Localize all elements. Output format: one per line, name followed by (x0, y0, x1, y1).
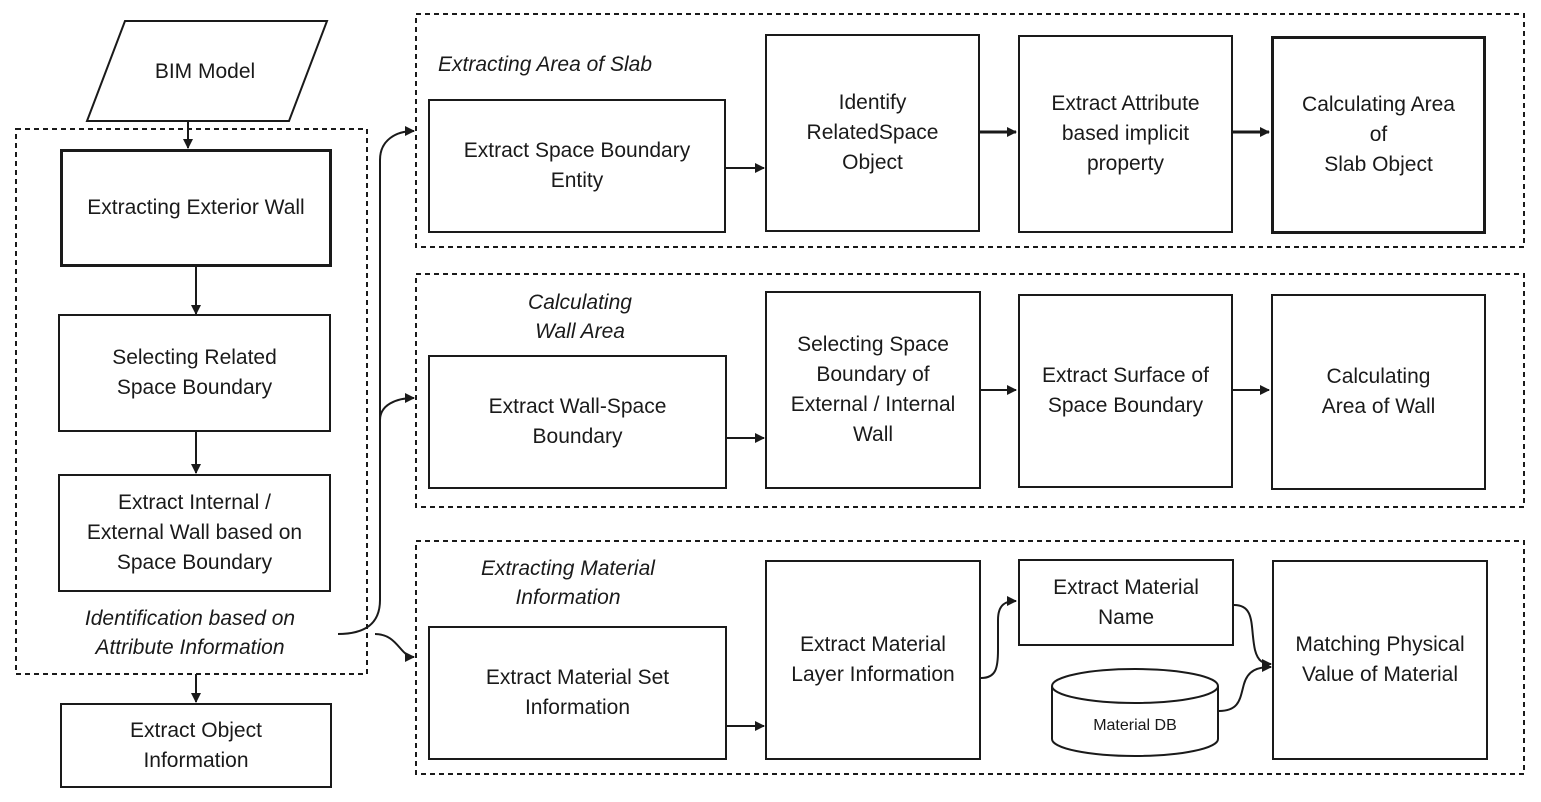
material-step-3-box[interactable]: Extract Material Name (1018, 559, 1234, 646)
arrow-material-2-3 (980, 596, 1017, 679)
identification-group-label: Identification based on Attribute Inform… (84, 607, 296, 659)
arrow-name-to-matching (1233, 604, 1272, 669)
arrow-branch-to-wall (379, 393, 415, 421)
slab-step-1-box[interactable]: Extract Space Boundary Entity (428, 99, 726, 233)
slab-step-4-box[interactable]: Calculating Area of Slab Object (1271, 36, 1486, 234)
bim-model-shape (85, 20, 329, 122)
slab-step-2-box[interactable]: Identify RelatedSpace Object (765, 34, 980, 232)
material-step-1-box[interactable]: Extract Material Set Information (428, 626, 727, 760)
material-step-4-box[interactable]: Matching Physical Value of Material (1272, 560, 1488, 760)
wall-group-title: Calculating Wall Area (528, 291, 632, 343)
arrow-db-to-matching (1218, 662, 1272, 712)
extract-object-info-box[interactable]: Extract Object Information (60, 703, 332, 788)
material-db-label: Material DB (1093, 717, 1177, 734)
wall-group-frame (415, 273, 1525, 508)
arrow-branch-to-slab (337, 126, 415, 635)
material-group-frame (415, 540, 1525, 775)
slab-group-frame (415, 13, 1525, 248)
material-step-2-box[interactable]: Extract Material Layer Information (765, 560, 981, 760)
slab-step-3-box[interactable]: Extract Attribute based implicit propert… (1018, 35, 1233, 233)
extract-internal-external-box[interactable]: Extract Internal / External Wall based o… (58, 474, 331, 592)
arrow-branch-to-material (374, 633, 415, 662)
wall-step-4-box[interactable]: Calculating Area of Wall (1271, 294, 1486, 490)
bim-model-label: BIM Model (154, 60, 256, 83)
select-related-boundary-box[interactable]: Selecting Related Space Boundary (58, 314, 331, 432)
wall-step-2-box[interactable]: Selecting Space Boundary of External / I… (765, 291, 981, 489)
wall-step-1-box[interactable]: Extract Wall-Space Boundary (428, 355, 727, 489)
database-icon (1051, 668, 1219, 757)
material-group-title: Extracting Material Information (481, 557, 655, 609)
wall-step-3-box[interactable]: Extract Surface of Space Boundary (1018, 294, 1233, 488)
extract-exterior-wall-box[interactable]: Extracting Exterior Wall (60, 149, 332, 267)
left-group-frame (15, 128, 368, 675)
slab-group-title: Extracting Area of Slab (438, 53, 652, 76)
